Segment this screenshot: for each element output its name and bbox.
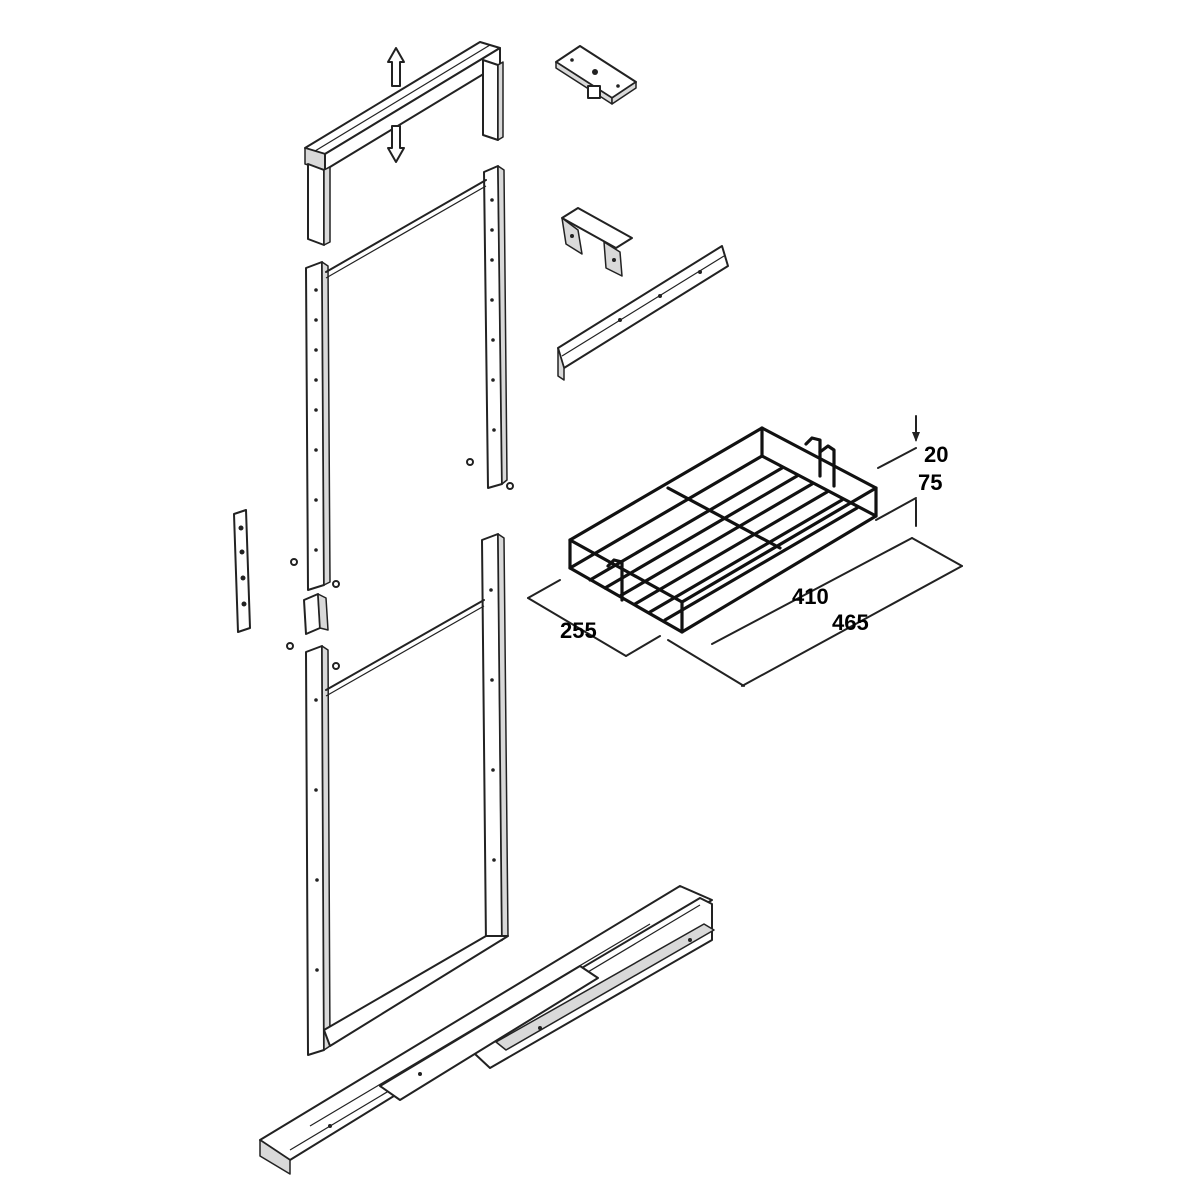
dimension-label-basket-height: 75 [918,470,942,495]
dimension-label-wire-height: 20 [924,442,948,467]
wire-basket [568,426,878,634]
connector-strip [233,509,251,633]
mounting-rail [557,245,729,381]
telescopic-runner [259,885,715,1175]
top-crossbar-frame [304,41,504,246]
dimension-label-basket-width: 255 [560,618,597,643]
top-pivot-plate [555,45,637,105]
dimension-labels: 20 75 255 410 465 [560,442,948,643]
screws-lower [286,642,340,670]
screws-upper [290,458,514,588]
height-adjust-arrows [387,47,405,163]
joint-clip [303,593,329,635]
dimension-label-inner-depth: 410 [792,584,829,609]
lower-frame [286,533,509,1056]
mounting-bracket [561,207,633,277]
dimension-label-overall-depth: 465 [832,610,869,635]
dimension-lines [527,415,963,687]
upper-frame [290,165,514,591]
